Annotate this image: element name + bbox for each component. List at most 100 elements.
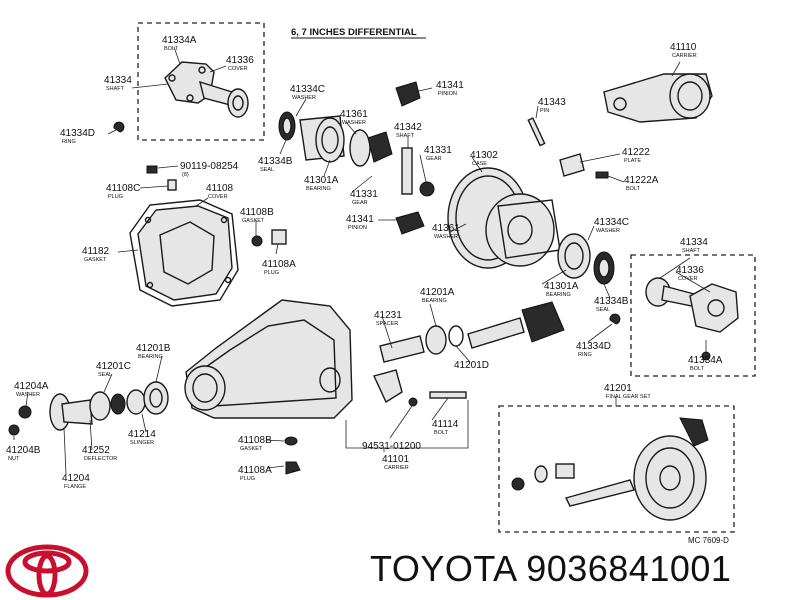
part-number-41201: 41201 [604, 383, 632, 394]
part-number-41334D-top: 41334D [60, 128, 95, 139]
part-name-41108A-bot: PLUG [240, 476, 255, 482]
part-number-41302: 41302 [470, 150, 498, 161]
part-number-41331-top: 41331 [424, 145, 452, 156]
part-number-41108C: 41108C [106, 183, 140, 194]
main-carrier-housing-part [184, 299, 353, 419]
part-name-41231: SPACER [376, 321, 398, 327]
part-number-41342: 41342 [394, 122, 422, 133]
part-number-41334A-right: 41334A [688, 355, 723, 366]
part-name-41342: SHAFT [396, 133, 415, 139]
diagram-title: 6, 7 INCHES DIFFERENTIAL [291, 27, 417, 38]
part-number-41301A-top: 41301A [304, 175, 339, 186]
part-name-41334-right: SHAFT [682, 248, 701, 254]
part-name-41343: PIN [540, 108, 549, 114]
part-number-41231: 41231 [374, 310, 402, 321]
part-name-41108C: PLUG [108, 194, 123, 200]
part-number-41108B-top: 41108B [240, 207, 274, 218]
part-name-41341-mid: PINION [348, 225, 367, 231]
toyota-logo-icon [5, 544, 89, 598]
part-number-41108: 41108 [206, 183, 234, 194]
carrier-assembly-part [603, 73, 713, 123]
side-bearing-set-right [557, 233, 615, 285]
right-axle-group-box [630, 254, 756, 377]
side-bearing-set-top [278, 111, 393, 167]
part-name-41222: PLATE [624, 158, 641, 164]
part-name-41108B-top: GASKET [242, 218, 265, 224]
part-number-41334D-right: 41334D [576, 341, 611, 352]
part-number-41301A-right: 41301A [544, 281, 579, 292]
part-number-41334B-right: 41334B [594, 296, 629, 307]
part-number-41334C-top: 41334C [290, 84, 325, 95]
part-name-41336-top: COVER [228, 66, 248, 72]
part-name-41334C-right: WASHER [596, 228, 620, 234]
part-name-41301A-top: BEARING [306, 186, 331, 192]
part-number-41108B-bot: 41108B [238, 435, 272, 446]
part-name-41334C-top: WASHER [292, 95, 316, 101]
pinion-gears-parts [395, 81, 435, 235]
cover-bolt-and-plug-parts [146, 165, 287, 247]
part-name-41204: FLANGE [64, 484, 86, 490]
part-name-41361-top: WASHER [342, 120, 366, 126]
part-name-41110: CARRIER [672, 53, 697, 59]
part-labels: 41334ABOLT41336COVER41334SHAFT41334DRING… [6, 35, 723, 490]
part-name-41336-right: COVER [678, 276, 698, 282]
part-number-41334C-right: 41334C [594, 217, 629, 228]
part-name-41101: CARRIER [384, 465, 409, 471]
part-number-41201B: 41201B [136, 343, 171, 354]
bottom-plug-parts [284, 436, 301, 475]
left-axle-group-box [137, 22, 265, 141]
part-number-41341-mid: 41341 [346, 214, 374, 225]
drive-pinion-parts [373, 301, 565, 407]
part-number-41343: 41343 [538, 97, 566, 108]
part-name-41204B: NUT [8, 456, 20, 462]
part-number-41108A-top: 41108A [262, 259, 296, 270]
part-name-41334A-right: BOLT [690, 366, 705, 372]
part-number-41341-top: 41341 [436, 80, 464, 91]
differential-case-part [447, 117, 561, 269]
part-name-41222A: BOLT [626, 186, 641, 192]
part-number-41361-top: 41361 [340, 109, 368, 120]
part-number-41204: 41204 [62, 473, 90, 484]
part-number-41110: 41110 [670, 42, 697, 53]
part-number-94531: 94531-01200 [362, 441, 421, 452]
part-number-41214: 41214 [128, 429, 156, 440]
part-number-41334A-top: 41334A [162, 35, 197, 46]
part-name-90119: (8) [182, 172, 189, 178]
part-number-41201C: 41201C [96, 361, 131, 372]
part-name-41201C: SEAL [98, 372, 112, 378]
part-name-41201B: BEARING [138, 354, 163, 360]
part-name-41331-mid: GEAR [352, 200, 368, 206]
part-number-41201D: 41201D [454, 360, 489, 371]
part-number-41331-mid: 41331 [350, 189, 378, 200]
part-name-41334B-top: SEAL [260, 167, 274, 173]
part-name-41334A-top: BOLT [164, 46, 179, 52]
part-number-41108A-bot: 41108A [238, 465, 272, 476]
part-name-41108A-top: PLUG [264, 270, 279, 276]
part-number-41222: 41222 [622, 147, 650, 158]
brand-part-number-text: TOYOTA 9036841001 [370, 548, 732, 589]
part-number-41334-top: 41334 [104, 75, 132, 86]
part-number-41336-top: 41336 [226, 55, 254, 66]
part-name-41361-mid: WASHER [434, 234, 458, 240]
part-name-41201: FINAL GEAR SET [606, 394, 651, 400]
part-name-41204A: WASHER [16, 392, 40, 398]
part-name-41114: BOLT [434, 430, 449, 436]
leader-lines [13, 46, 711, 475]
part-name-41201A: BEARING [422, 298, 447, 304]
part-number-41201A: 41201A [420, 287, 455, 298]
part-number-41334B-top: 41334B [258, 156, 293, 167]
part-name-41182: GASKET [84, 257, 107, 263]
part-name-41301A-right: BEARING [546, 292, 571, 298]
part-number-41101: 41101 [382, 454, 410, 465]
part-name-41334-top: SHAFT [106, 86, 125, 92]
part-number-41204B: 41204B [6, 445, 41, 456]
part-name-41108B-bot: GASKET [240, 446, 263, 452]
part-number-41252: 41252 [82, 445, 110, 456]
part-name-41214: SLINGER [130, 440, 154, 446]
differential-cover-part [129, 199, 239, 307]
part-number-41361-mid: 41361 [432, 223, 460, 234]
part-number-90119: 90119-08254 [180, 161, 239, 172]
part-name-41341-top: PINION [438, 91, 457, 97]
part-name-41334D-right: RING [578, 352, 592, 358]
